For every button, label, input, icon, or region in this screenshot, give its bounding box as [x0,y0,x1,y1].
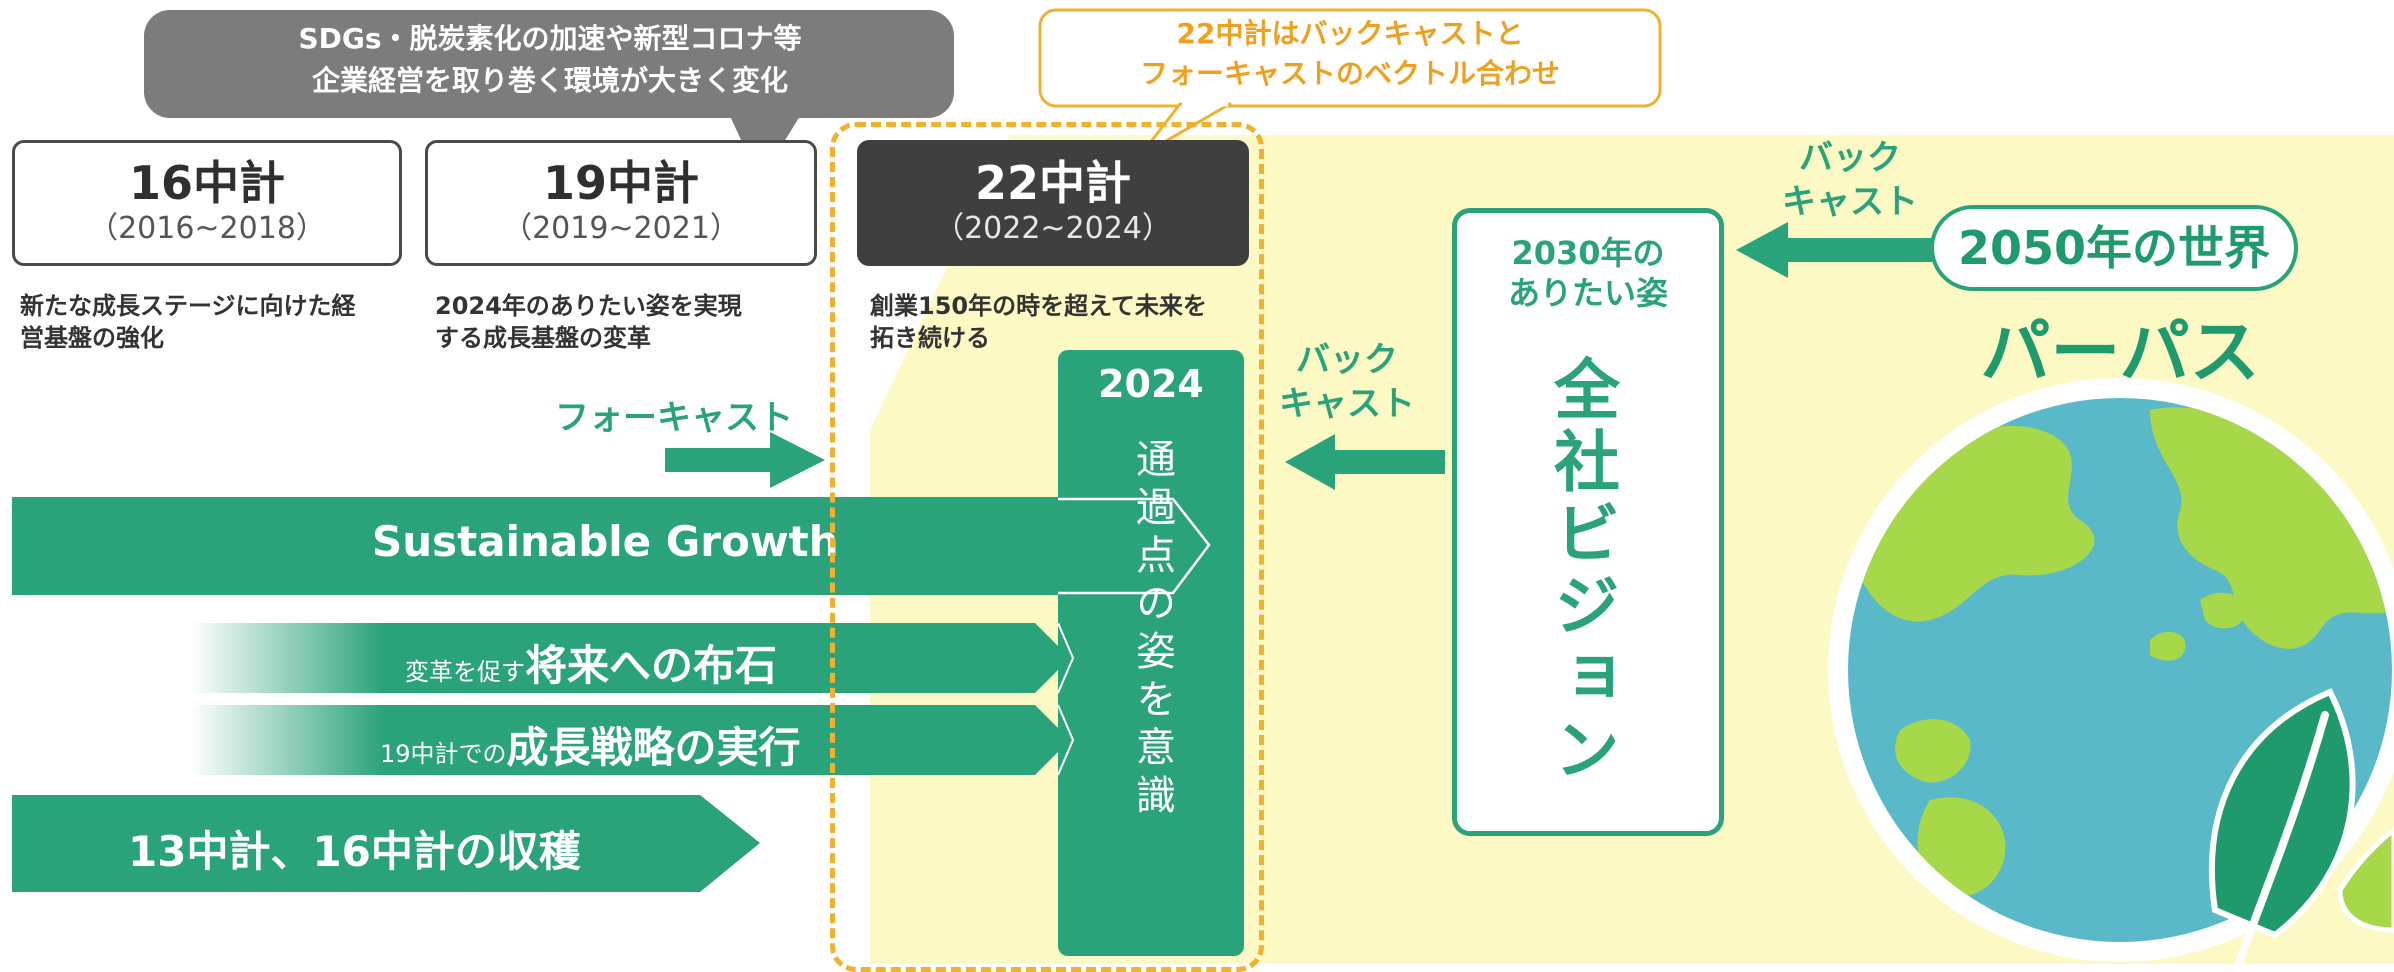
arrow-left-icon [1736,222,1932,278]
backcast-label-middle: バック キャスト [1272,338,1422,426]
right-callout-shape [1038,8,1662,158]
arrow-right-icon [665,432,825,488]
future-bar [190,623,1070,693]
plan-19-years: （2019~2021） [502,211,740,246]
leaf-icon [2208,688,2394,964]
plan-22-desc-line1: 創業150年の時を超えて未来を [870,292,1207,320]
growth-bars [12,497,1213,892]
earth-globe-icon [1828,378,2394,964]
backcast-top-line2: キャスト [1782,182,1918,222]
backcast-top-line1: バック [1799,138,1901,178]
sustainable-growth-bar [12,497,1213,595]
plan-22-years: （2022~2024） [934,211,1172,246]
plan-19-desc-line2: する成長基盤の変革 [435,324,651,352]
right-callout-line1: 22中計はバックキャストと [1176,17,1524,50]
vision-2030-big: 全社ビジョン [1543,355,1620,787]
plan-19-desc-line1: 2024年のありたい姿を実現 [435,292,742,320]
vision-2030-line2: ありたい姿 [1507,274,1668,312]
harvest-bar [12,795,760,892]
plan-16-title: 16中計 [128,156,285,210]
milestone-text: 通過点の姿を意識 [1129,438,1175,822]
milestone-column [1058,350,1244,956]
backcast-middle-line1: バック [1296,340,1398,380]
plan-19-title: 19中計 [542,156,699,210]
plan-22-title: 22中計 [974,156,1131,210]
plan-16-desc-line1: 新たな成長ステージに向けた経 [20,292,356,320]
bar-tip-outlines [1058,623,1075,776]
future-label: 変革を促す将来への布石 [405,632,777,693]
vision-2030-line1: 2030年の [1511,234,1665,272]
world-2050-label: 2050年の世界 [1957,221,2271,275]
plan-22-desc-line2: 拓き続ける [870,324,990,352]
world-2050-pill: 2050年の世界 [1930,205,2298,291]
vision-2030-box: 2030年の ありたい姿 全社ビジョン [1452,208,1724,836]
plan-16-desc-line2: 営基盤の強化 [20,324,164,352]
harvest-label: 13中計、16中計の収穫 [128,827,581,876]
growth-big-label: 成長戦略の実行 [506,723,801,772]
backcast-label-top: バック キャスト [1770,136,1930,224]
sustainable-arrow-outline [1058,497,1211,595]
growth-strategy-label: 19中計での成長戦略の実行 [380,714,801,775]
plan-16-box: 16中計 （2016~2018） [12,140,402,266]
future-small-label: 変革を促す [405,658,525,686]
plan-22-desc: 創業150年の時を超えて未来を 拓き続ける [870,290,1207,354]
backcast-middle-line2: キャスト [1279,384,1415,424]
sustainable-growth-label: Sustainable Growth [372,517,839,566]
arrow-left-icon [1285,434,1445,490]
growth-small-label: 19中計での [380,740,507,768]
milestone-year: 2024 [1098,362,1204,406]
plan-22-box: 22中計 （2022~2024） [857,140,1249,266]
right-callout-line2: フォーキャストのベクトル合わせ [1139,57,1560,90]
right-callout-text: 22中計はバックキャストと フォーキャストのベクトル合わせ [1040,14,1660,94]
growth-strategy-bar [190,705,1070,775]
plan-19-box: 19中計 （2019~2021） [425,140,817,266]
top-callout-line1: SDGs・脱炭素化の加速や新型コロナ等 [298,22,802,55]
top-callout-line2: 企業経営を取り巻く環境が大きく変化 [311,64,788,97]
forecast-label: フォーキャスト [555,398,793,438]
top-callout-text: SDGs・脱炭素化の加速や新型コロナ等 企業経営を取り巻く環境が大きく変化 [150,18,950,102]
plan-16-years: （2016~2018） [88,211,326,246]
plan-16-desc: 新たな成長ステージに向けた経 営基盤の強化 [20,290,356,354]
plan-22-dashed-frame [830,122,1264,972]
plan-19-desc: 2024年のありたい姿を実現 する成長基盤の変革 [435,290,742,354]
future-big-label: 将来への布石 [525,641,778,690]
